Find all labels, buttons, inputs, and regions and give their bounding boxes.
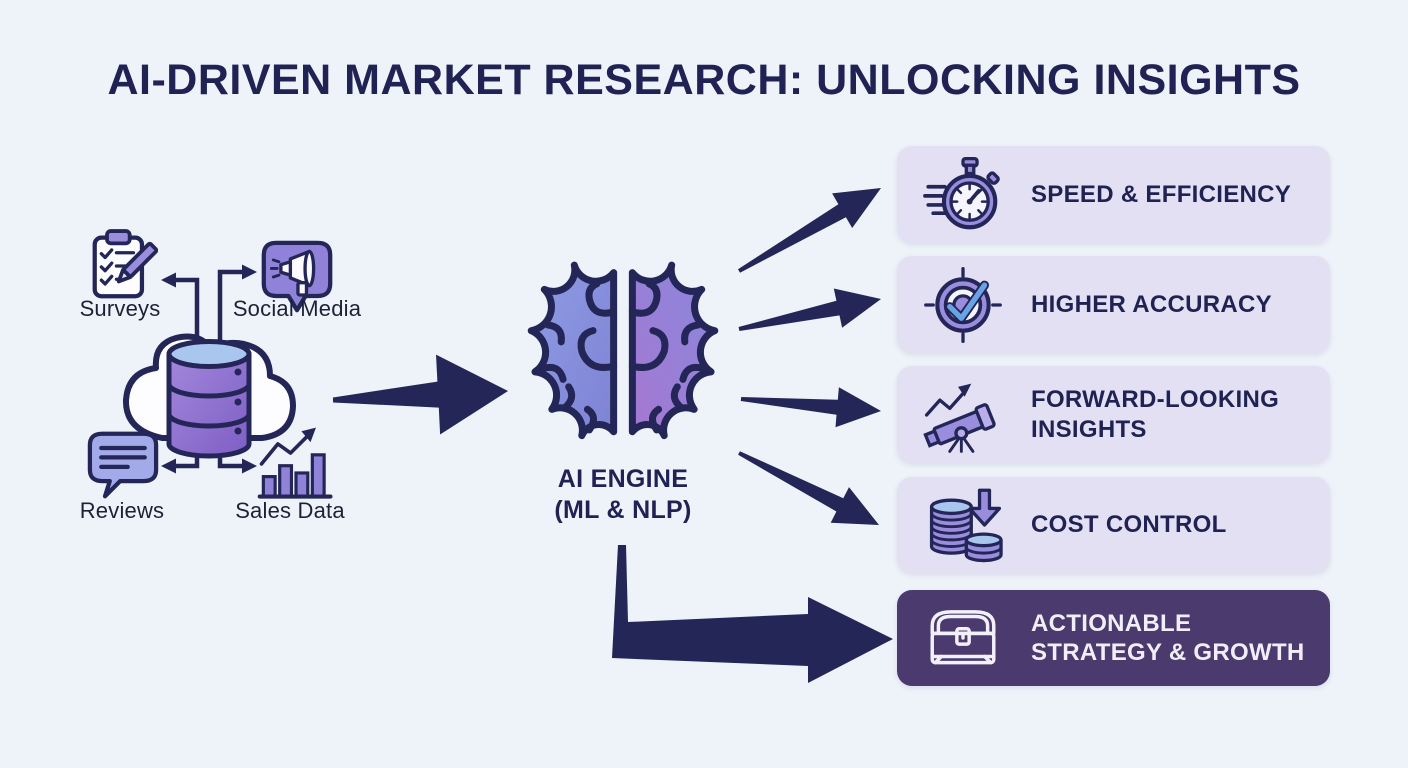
benefit-box-cost: COST CONTROL — [897, 477, 1330, 573]
bar-chart-trend-icon — [257, 427, 333, 499]
benefit-label: ACTIONABLE STRATEGY & GROWTH — [1031, 609, 1305, 666]
arrow-engine-to-insights — [740, 387, 881, 428]
telescope-icon — [917, 375, 1009, 455]
arrow-engine-to-strategy — [612, 545, 893, 683]
benefit-label: SPEED & EFFICIENCY — [1031, 180, 1292, 208]
brain-left-hemisphere — [527, 261, 618, 440]
clipboard-survey-icon — [92, 229, 158, 299]
benefit-box-strategy: ACTIONABLE STRATEGY & GROWTH — [897, 590, 1330, 686]
source-label-reviews: Reviews — [79, 498, 165, 523]
stopwatch-icon — [917, 156, 1009, 234]
engine-label: AI ENGINE (ML & NLP) — [513, 464, 733, 526]
treasure-chest-icon — [917, 605, 1009, 671]
benefit-box-accuracy: HIGHER ACCURACY — [897, 256, 1330, 353]
source-label-social-media: Social Media — [232, 296, 362, 321]
brain-right-hemisphere — [628, 261, 719, 440]
arrow-engine-to-accuracy — [738, 288, 881, 331]
brain-icon — [527, 261, 719, 440]
engine-label-line2: (ML & NLP) — [554, 496, 692, 524]
speech-bubble-icon — [87, 431, 159, 499]
page-title: AI-DRIVEN MARKET RESEARCH: UNLOCKING INS… — [107, 56, 1301, 104]
benefit-label: FORWARD-LOOKING INSIGHTS — [1031, 386, 1280, 443]
coins-arrow-icon — [917, 485, 1009, 565]
megaphone-bubble-icon — [261, 240, 333, 313]
benefit-box-insights: FORWARD-LOOKING INSIGHTS — [897, 366, 1330, 463]
source-label-sales-data: Sales Data — [235, 498, 345, 523]
source-label-surveys: Surveys — [79, 296, 161, 321]
engine-label-line1: AI ENGINE — [557, 465, 689, 493]
arrow-engine-to-speed — [738, 188, 881, 273]
benefit-label: HIGHER ACCURACY — [1031, 290, 1272, 318]
arrow-cloud-to-brain — [332, 354, 508, 435]
target-check-icon — [917, 266, 1009, 344]
benefit-label: COST CONTROL — [1031, 511, 1227, 539]
benefit-box-speed: SPEED & EFFICIENCY — [897, 146, 1330, 243]
cloud-database-icon — [122, 333, 296, 459]
arrow-engine-to-cost — [738, 451, 879, 525]
